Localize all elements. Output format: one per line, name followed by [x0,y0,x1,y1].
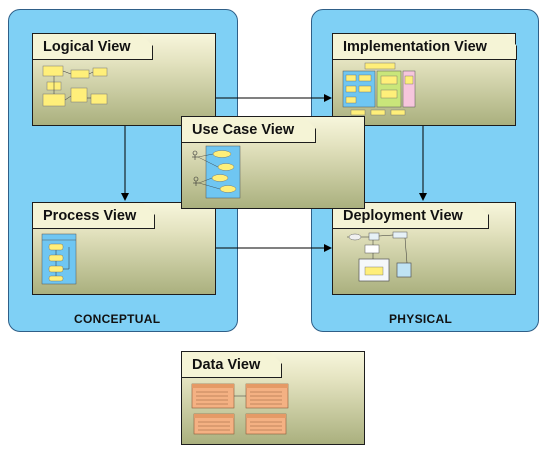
logical-view[interactable]: Logical View [32,33,216,126]
use-case-diagram-thumbnail [192,145,241,199]
conceptual-label: CONCEPTUAL [74,312,161,326]
process-view[interactable]: Process View [32,202,216,295]
process-view-title: Process View [33,203,155,229]
implementation-view[interactable]: Implementation View [332,33,516,126]
data-view[interactable]: Data View [181,351,365,445]
deployment-view[interactable]: Deployment View [332,202,516,295]
deployment-view-title: Deployment View [333,203,489,229]
physical-label: PHYSICAL [389,312,453,326]
data-view-title: Data View [182,352,282,378]
use-case-view[interactable]: Use Case View [181,116,365,209]
use-case-view-title: Use Case View [182,117,316,143]
process-diagram-thumbnail [41,233,77,285]
data-diagram-thumbnail [191,383,289,435]
logical-diagram-thumbnail [42,65,108,107]
logical-view-title: Logical View [33,34,153,60]
implementation-diagram-thumbnail [342,62,416,116]
implementation-view-title: Implementation View [333,34,517,60]
deployment-diagram-thumbnail [347,231,412,282]
